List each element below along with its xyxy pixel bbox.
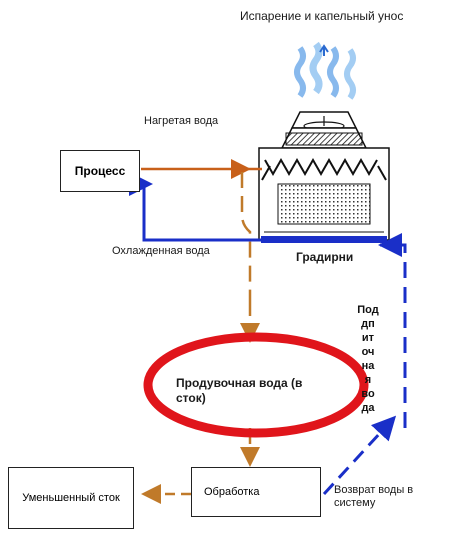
blowdown-flow-line [240,172,260,467]
vapor-plume-icon [294,41,356,100]
cooled-water-arrow [142,184,262,242]
reduced-drain-box: Уменьшенный сток [8,467,134,529]
return-water-label: Возврат воды в систему [334,484,414,509]
cooled-water-label: Охлажденная вода [112,245,210,257]
treatment-box: Обработка [191,467,321,517]
blowdown-ring [143,332,369,438]
process-box: Процесс [60,150,140,192]
cooling-tower-label: Градирни [296,250,354,264]
process-label: Процесс [74,164,126,178]
evaporation-label: Испарение и капельный унос [240,9,404,23]
reduced-drain-label: Уменьшенный сток [22,492,120,504]
cooling-tower-icon [258,111,390,243]
heated-water-label: Нагретая вода [144,115,219,127]
blowdown-label: Продувочная вода (в сток) [176,376,303,405]
treatment-label: Обработка [204,486,260,498]
makeup-water-label: Под дп ит оч на я во да [357,304,379,414]
return-water-line [322,233,407,496]
